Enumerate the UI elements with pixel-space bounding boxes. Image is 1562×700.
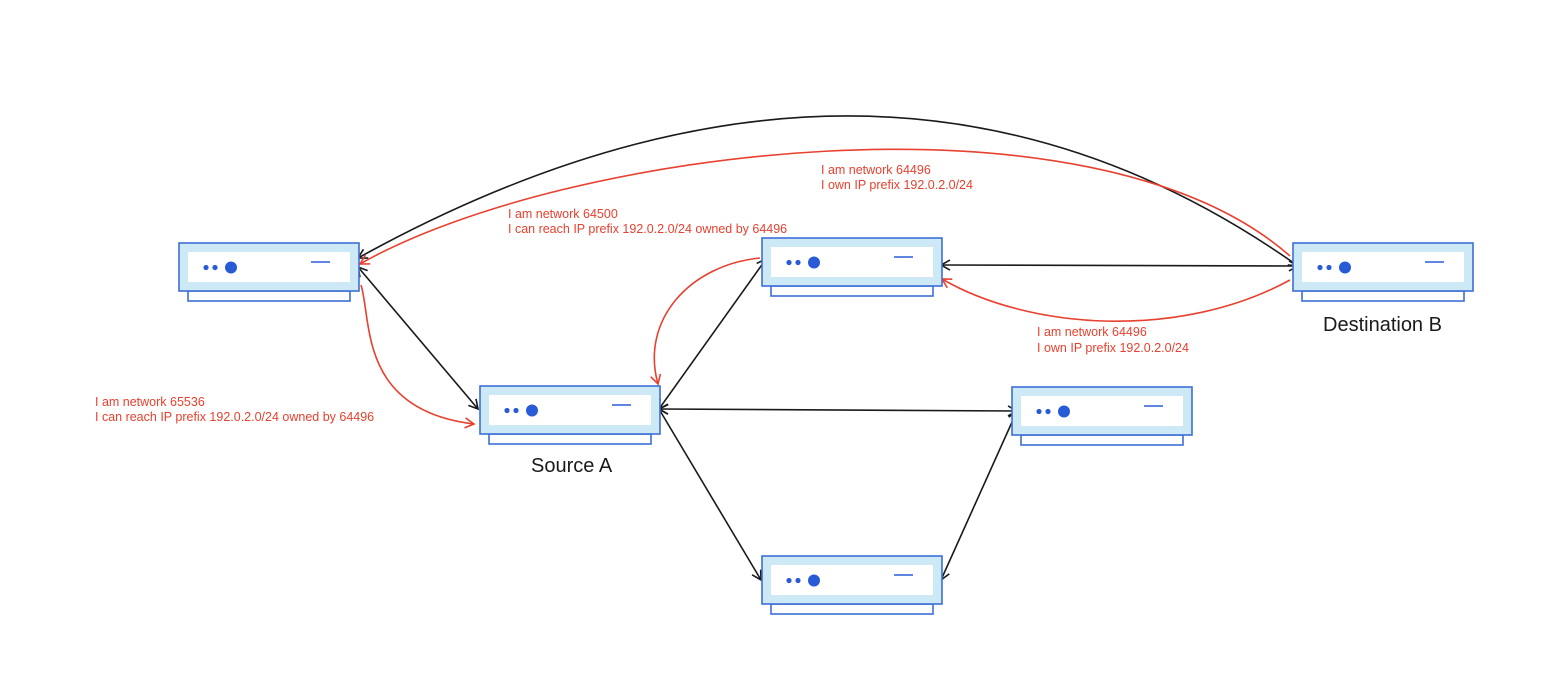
destination-label: Destination B: [1323, 314, 1442, 336]
announcement-note-dest-lower: I am network 64496 I own IP prefix 192.0…: [1037, 325, 1189, 355]
router-icon: [479, 385, 661, 445]
link-source-right: [657, 403, 1019, 417]
link-source-topmiddle: [658, 257, 767, 411]
router-icon: [1011, 386, 1193, 446]
announcement-topmiddle-to-source: [650, 257, 761, 386]
announcement-note-65536: I am network 65536 I can reach IP prefix…: [95, 395, 374, 424]
router-icon: [1292, 242, 1474, 302]
announcement-destination-to-topmiddle: [940, 278, 1291, 322]
link-topmiddle-destination: [939, 259, 1300, 272]
links: [356, 115, 1300, 582]
router-icon: [761, 237, 943, 297]
announcement-note-dest-top: I am network 64496 I own IP prefix 192.0…: [821, 163, 973, 192]
note-line: I own IP prefix 192.0.2.0/24: [821, 178, 973, 192]
router-icon: [178, 242, 360, 302]
announcement-topleft-to-source: [360, 284, 476, 429]
routers: [178, 237, 1474, 615]
announcement-destination-to-topleft: [358, 148, 1291, 265]
note-line: I can reach IP prefix 192.0.2.0/24 owned…: [95, 410, 374, 424]
note-line: I am network 64496: [1037, 325, 1147, 339]
note-line: I can reach IP prefix 192.0.2.0/24 owned…: [508, 222, 787, 236]
note-line: I am network 65536: [95, 395, 205, 409]
link-topleft-destination: [356, 115, 1300, 267]
link-right-bottom: [939, 409, 1019, 582]
source-label: Source A: [531, 455, 613, 477]
link-topleft-source: [356, 265, 480, 411]
note-line: I am network 64500: [508, 207, 618, 221]
announcement-paths: [358, 148, 1291, 429]
announcement-note-64500: I am network 64500 I can reach IP prefix…: [508, 207, 787, 236]
router-icon: [761, 555, 943, 615]
note-line: I am network 64496: [821, 163, 931, 177]
link-source-bottom: [658, 407, 762, 582]
note-line: I own IP prefix 192.0.2.0/24: [1037, 341, 1189, 355]
